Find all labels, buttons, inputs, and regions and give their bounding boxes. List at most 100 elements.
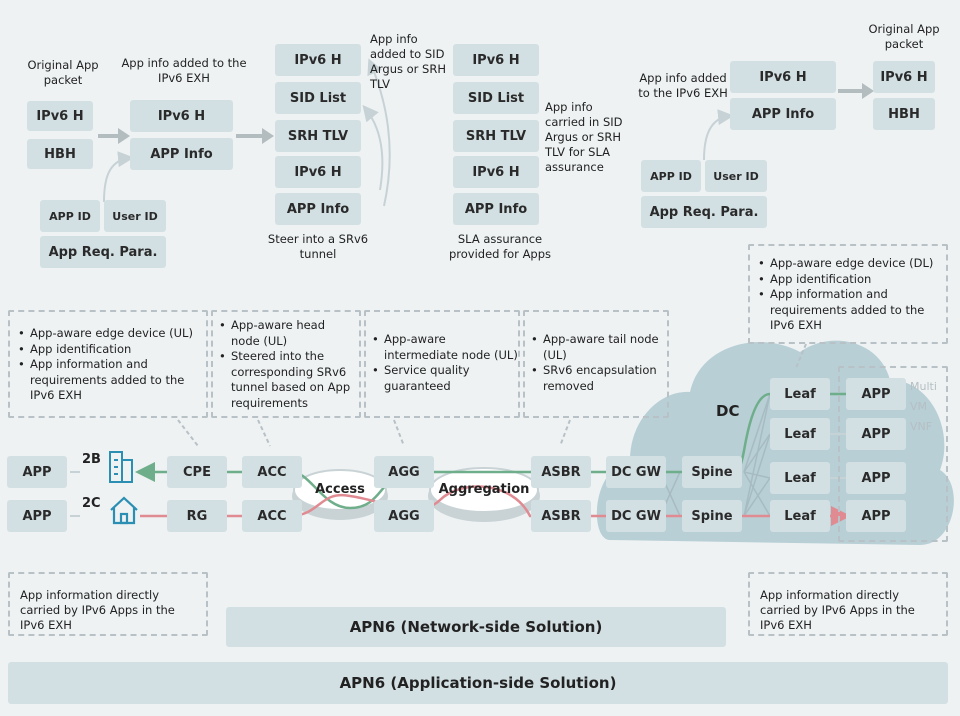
aggregation-label: Aggregation bbox=[438, 482, 530, 497]
g6-hbh: HBH bbox=[873, 98, 935, 130]
g2-app-req: App Req. Para. bbox=[40, 236, 166, 268]
top-arrow-1 bbox=[98, 128, 130, 144]
leaf-0: Leaf bbox=[770, 378, 830, 410]
row1-cpe: CPE bbox=[167, 456, 227, 488]
dc-label: DC bbox=[716, 402, 740, 420]
tag-multi: Multi bbox=[910, 380, 937, 393]
house-icon bbox=[110, 496, 138, 525]
callout-5-item-1: App identification bbox=[758, 272, 944, 288]
callout-5-item-0: App-aware edge device (DL) bbox=[758, 256, 944, 272]
callout-leader-2 bbox=[257, 419, 271, 447]
row2-app: APP bbox=[7, 500, 67, 532]
top-arrow-3 bbox=[838, 83, 874, 99]
tag-vnf: VNF bbox=[910, 420, 933, 433]
g3-stack-3: IPv6 H bbox=[275, 156, 361, 188]
row2-agg: AGG bbox=[374, 500, 434, 532]
g2-user-id: User ID bbox=[104, 200, 166, 232]
dc-app-3: APP bbox=[846, 500, 906, 532]
callout-1: App-aware edge device (UL) App identific… bbox=[8, 310, 208, 418]
callout-4: App-aware tail node (UL) SRv6 encapsulat… bbox=[523, 310, 669, 418]
aggregation-ellipse bbox=[429, 467, 539, 513]
callout-leader-4 bbox=[559, 419, 571, 447]
callout-3: App-aware intermediate node (UL) Service… bbox=[364, 310, 520, 418]
row2-asbr: ASBR bbox=[531, 500, 591, 532]
row1-app: APP bbox=[7, 456, 67, 488]
g4-stack-2: SRH TLV bbox=[453, 120, 539, 152]
top-arrow-2 bbox=[236, 128, 274, 144]
callout-2-item-1: Steered into the corresponding SRv6 tunn… bbox=[219, 349, 357, 411]
dc-app-1: APP bbox=[846, 418, 906, 450]
g4-stack-4: APP Info bbox=[453, 193, 539, 225]
callout-4-item-1: SRv6 encapsulation removed bbox=[531, 363, 667, 394]
callout-5-item-2: App information and requirements added t… bbox=[758, 287, 944, 334]
right-note-box: App information directly carried by IPv6… bbox=[748, 572, 948, 636]
left-note: App information directly carried by IPv6… bbox=[20, 588, 175, 632]
g5-app-req: App Req. Para. bbox=[641, 196, 767, 228]
dc-app-2: APP bbox=[846, 462, 906, 494]
callout-leader-1 bbox=[177, 419, 199, 447]
access-label: Access bbox=[315, 482, 365, 497]
callout-3-item-1: Service quality guaranteed bbox=[372, 363, 518, 394]
g5-title: App info added to the IPv6 EXH bbox=[638, 71, 728, 100]
g2-title: App info added to the IPv6 EXH bbox=[121, 56, 247, 85]
g4-stack-3: IPv6 H bbox=[453, 156, 539, 188]
leaf-3: Leaf bbox=[770, 500, 830, 532]
srh-curve-2 bbox=[362, 104, 384, 191]
g1-title: Original App packet bbox=[27, 58, 99, 87]
row2-spine: Spine bbox=[682, 500, 742, 532]
srh-curve-1 bbox=[367, 58, 391, 207]
dc-mesh bbox=[659, 393, 771, 517]
building-icon bbox=[109, 451, 133, 483]
callout-2: App-aware head node (UL) Steered into th… bbox=[211, 310, 361, 418]
g4-stack-1: SID List bbox=[453, 82, 539, 114]
g2-app-info: APP Info bbox=[130, 138, 233, 170]
callout-4-item-0: App-aware tail node (UL) bbox=[531, 332, 667, 363]
tag-vm: VM bbox=[910, 400, 928, 413]
g6-ipv6h: IPv6 H bbox=[873, 61, 935, 93]
g3-note: App info added to SID Argus or SRH TLV bbox=[370, 32, 446, 91]
dc-app-0: APP bbox=[846, 378, 906, 410]
application-side-band: APN6 (Application-side Solution) bbox=[8, 662, 948, 704]
row1-agg: AGG bbox=[374, 456, 434, 488]
row1-acc: ACC bbox=[242, 456, 302, 488]
left-note-box: App information directly carried by IPv6… bbox=[8, 572, 208, 636]
leaf-2: Leaf bbox=[770, 462, 830, 494]
g5-app-id: APP ID bbox=[641, 160, 701, 192]
g1-hbh: HBH bbox=[27, 139, 93, 169]
row1-spine: Spine bbox=[682, 456, 742, 488]
callout-1-item-0: App-aware edge device (UL) bbox=[18, 326, 204, 342]
callout-5: App-aware edge device (DL) App identific… bbox=[748, 244, 948, 344]
g3-stack-0: IPv6 H bbox=[275, 44, 361, 76]
g5-app-info: APP Info bbox=[730, 98, 836, 130]
connector-right bbox=[703, 109, 734, 161]
row2-rg: RG bbox=[167, 500, 227, 532]
row1-dcgw: DC GW bbox=[606, 456, 666, 488]
callout-1-item-2: App information and requirements added t… bbox=[18, 357, 204, 404]
connector-left bbox=[103, 151, 134, 203]
callout-1-item-1: App identification bbox=[18, 342, 204, 358]
right-note: App information directly carried by IPv6… bbox=[760, 588, 915, 632]
callout-leader-5 bbox=[795, 343, 807, 369]
row2-acc: ACC bbox=[242, 500, 302, 532]
g5-user-id: User ID bbox=[705, 160, 767, 192]
callout-leader-3 bbox=[393, 419, 405, 447]
access-ellipse bbox=[293, 469, 387, 511]
g4-note: App info carried in SID Argus or SRH TLV… bbox=[545, 100, 623, 174]
row1-tag: 2B bbox=[82, 452, 101, 467]
g4-stack-0: IPv6 H bbox=[453, 44, 539, 76]
g4-caption: SLA assurance provided for Apps bbox=[448, 232, 552, 261]
g3-stack-4: APP Info bbox=[275, 193, 361, 225]
g2-app-id: APP ID bbox=[40, 200, 100, 232]
row1-asbr: ASBR bbox=[531, 456, 591, 488]
dc-app-group bbox=[838, 366, 948, 542]
g6-title: Original App packet bbox=[868, 22, 940, 51]
g3-stack-2: SRH TLV bbox=[275, 120, 361, 152]
callout-2-item-0: App-aware head node (UL) bbox=[219, 318, 357, 349]
g3-stack-1: SID List bbox=[275, 82, 361, 114]
row2-tag: 2C bbox=[82, 496, 101, 511]
g5-ipv6h: IPv6 H bbox=[730, 61, 836, 93]
leaf-1: Leaf bbox=[770, 418, 830, 450]
g2-ipv6h: IPv6 H bbox=[130, 100, 233, 132]
g1-ipv6h: IPv6 H bbox=[27, 101, 93, 131]
row2-dcgw: DC GW bbox=[606, 500, 666, 532]
